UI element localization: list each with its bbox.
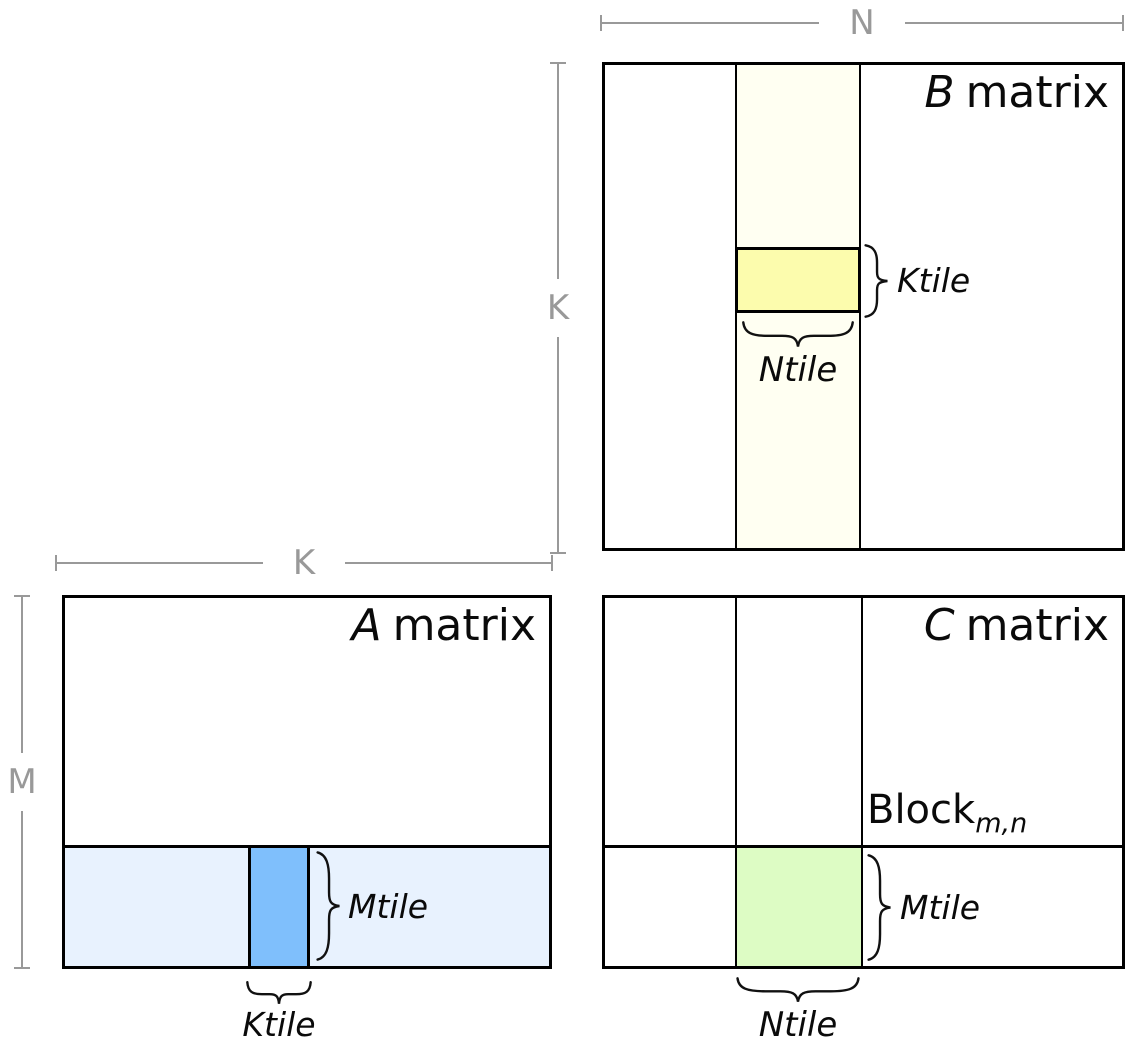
c-column-line-left [735, 598, 737, 966]
dim-tick [550, 552, 566, 554]
dim-tick [551, 555, 554, 571]
dim-line [57, 562, 263, 564]
dim-line [345, 562, 552, 564]
c-row-line [605, 845, 1122, 848]
dim-tick [1122, 15, 1124, 31]
dim-tick [14, 595, 30, 597]
c-mtile-label: Mtile [900, 888, 981, 927]
dim-line-k-b: K [542, 62, 574, 554]
a-mtile-brace-icon [315, 849, 341, 963]
dim-tick [14, 967, 30, 969]
c-block-tile [735, 845, 863, 966]
c-title-word: matrix [965, 600, 1109, 651]
dim-label-k-a: K [292, 543, 316, 583]
dim-line [904, 22, 1122, 24]
b-ktile-brace-icon [863, 243, 889, 319]
b-title-letter: B [924, 67, 955, 118]
b-ntile-brace-icon [741, 321, 855, 348]
dim-label-n: N [849, 3, 875, 43]
a-ktile-brace-icon [246, 981, 312, 1005]
dim-line-n: N [600, 3, 1124, 43]
c-mtile-brace-icon [866, 852, 892, 963]
a-mtile-label: Mtile [348, 887, 429, 926]
c-ntile-brace-icon [735, 977, 861, 1003]
a-ktile-label: Ktile [242, 1005, 316, 1044]
dim-tick [550, 62, 566, 64]
a-mtile-ktile-tile [248, 845, 310, 966]
dim-line [21, 597, 23, 753]
c-block-subscript: m,n [975, 808, 1028, 839]
dim-line [602, 22, 820, 24]
dim-label-k-b: K [546, 288, 570, 328]
dim-tick [55, 555, 57, 571]
b-ntile-label: Ntile [758, 350, 838, 390]
a-title-word: matrix [392, 600, 536, 651]
b-ktile-ntile-tile [735, 247, 861, 313]
dim-line [557, 64, 559, 279]
dim-line-k-a: K [55, 543, 554, 583]
c-ntile-label: Ntile [758, 1005, 838, 1045]
c-title-letter: C [923, 600, 955, 651]
dim-tick [600, 15, 602, 31]
b-ktile-label: Ktile [897, 261, 971, 300]
dim-line-m: M [6, 595, 38, 969]
dim-line [21, 811, 23, 967]
a-title-letter: A [351, 600, 382, 651]
dim-label-m: M [7, 762, 37, 802]
c-block-label: Blockm,n [867, 790, 1027, 837]
c-block-word: Block [867, 787, 976, 833]
b-title-word: matrix [965, 67, 1109, 118]
dim-line [557, 337, 559, 552]
c-column-line-right [861, 598, 863, 966]
